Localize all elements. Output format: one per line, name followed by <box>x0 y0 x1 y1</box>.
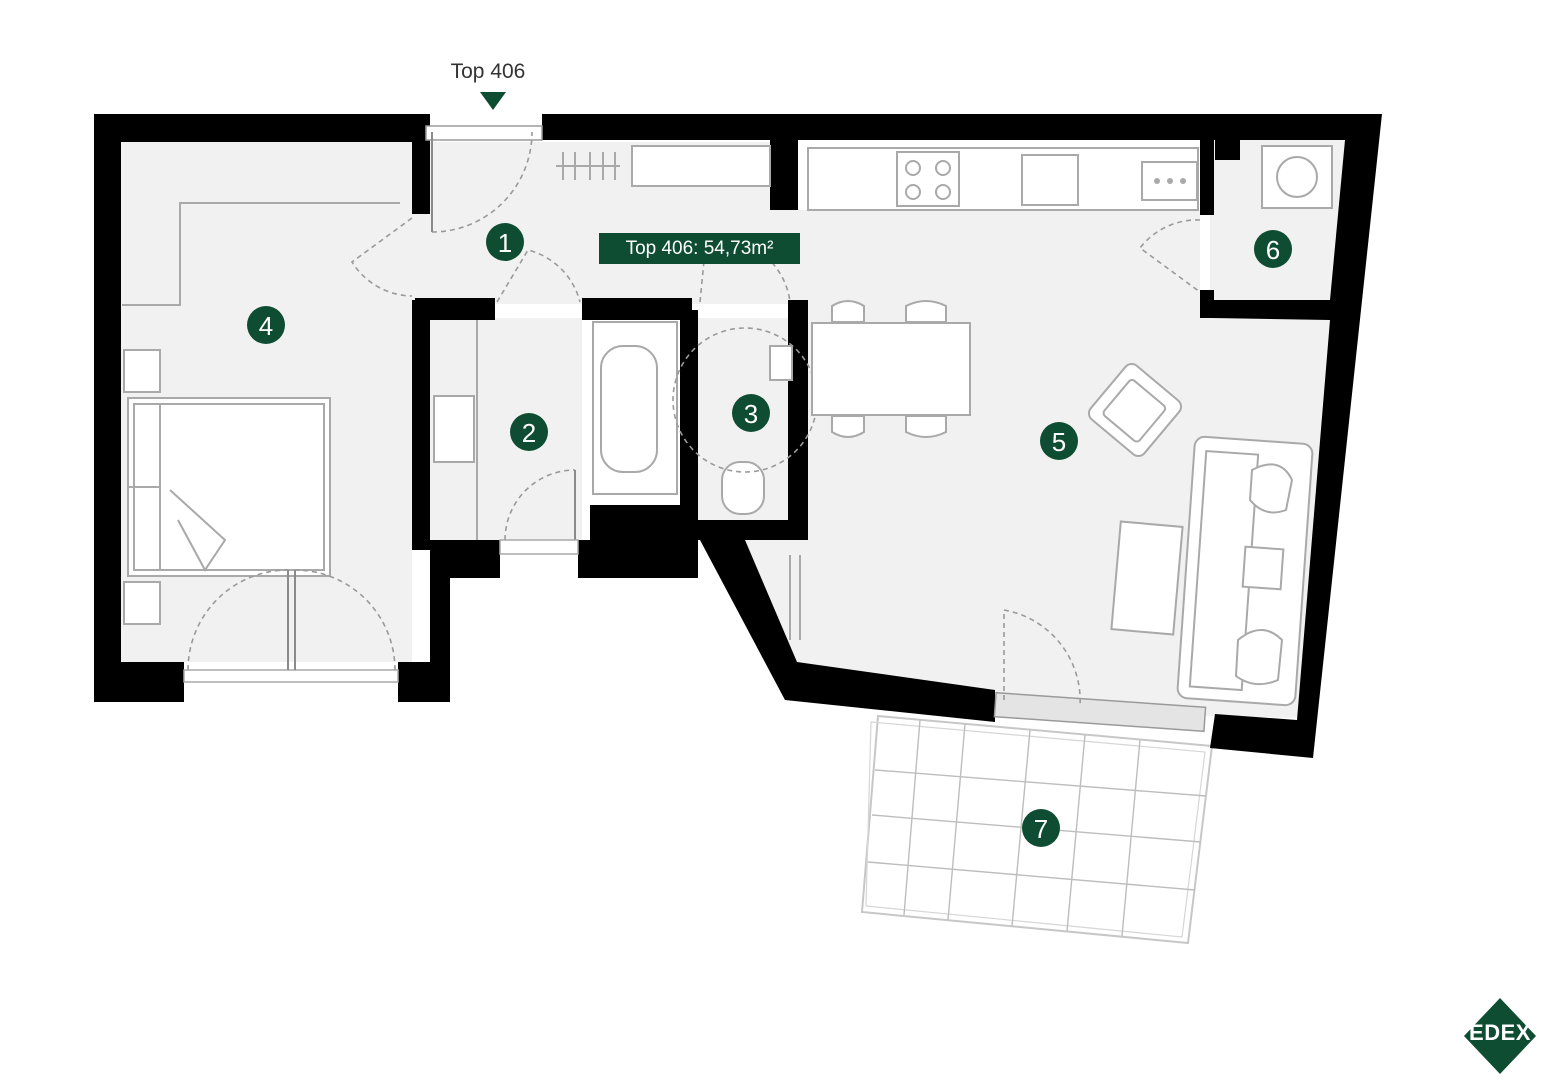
room-number-1: 1 <box>498 228 512 258</box>
room-badge-6: 6 <box>1254 230 1292 268</box>
room-number-6: 6 <box>1266 235 1280 265</box>
room-number-2: 2 <box>522 418 536 448</box>
dining-table <box>811 300 971 438</box>
living-furniture <box>789 362 1314 707</box>
room-number-4: 4 <box>259 311 273 341</box>
kitchen-counter <box>807 147 1199 211</box>
unit-area-tag: Top 406: 54,73m² <box>599 233 800 264</box>
wc-fixtures <box>672 327 818 515</box>
walls <box>94 114 1382 758</box>
room-badge-1: 1 <box>486 223 524 261</box>
room-badge-4: 4 <box>247 306 285 344</box>
room-badge-7: 7 <box>1022 809 1060 847</box>
logo-text: EDEX <box>1469 1020 1531 1045</box>
room-badge-5: 5 <box>1040 422 1078 460</box>
room-number-3: 3 <box>744 399 758 429</box>
washing-machine <box>1261 145 1333 209</box>
entrance-label: Top 406 <box>450 60 526 83</box>
bedroom-furniture <box>122 202 400 683</box>
room-number-7: 7 <box>1034 814 1048 844</box>
entrance-arrow-icon <box>480 92 506 110</box>
bathroom-fixtures <box>433 320 678 555</box>
wardrobe <box>556 145 771 187</box>
room-number-5: 5 <box>1052 427 1066 457</box>
room-badge-2: 2 <box>510 413 548 451</box>
room-badge-3: 3 <box>732 394 770 432</box>
logo-mark <box>1464 998 1536 1074</box>
